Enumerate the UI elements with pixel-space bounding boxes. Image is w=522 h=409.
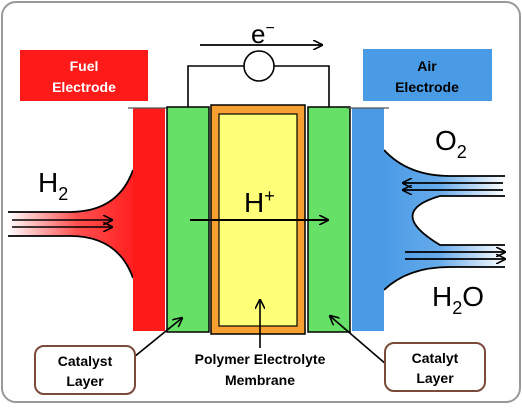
air-electrode-plate — [352, 108, 384, 331]
catalyst-right-pointer — [330, 316, 388, 366]
air-electrode-label-box — [363, 49, 492, 101]
membrane-label-line1: Polymer Electrolyte — [195, 351, 326, 367]
h2o-label: H2O — [432, 281, 484, 318]
catalyst-right-label-line2: Layer — [416, 370, 454, 386]
catalyst-left-callout-box — [34, 345, 136, 395]
fuel-electrode-label-line2: Electrode — [52, 79, 116, 95]
air-middle-wall — [411, 195, 505, 246]
electron-label: e− — [251, 19, 275, 49]
fuel-electrode-label-line1: Fuel — [70, 58, 99, 74]
fuel-electrode-label-box — [20, 50, 148, 101]
air-lower-wall — [383, 266, 505, 291]
membrane-label-line2: Membrane — [225, 372, 295, 388]
load-symbol — [243, 50, 275, 82]
h2-label: H2 — [38, 167, 68, 204]
h2-inlet-upper-wall — [8, 169, 134, 213]
catalyst-right-callout-box — [384, 342, 486, 392]
catalyst-left-label-line2: Layer — [66, 373, 104, 389]
fuel-electrode-plate — [133, 108, 165, 331]
h2-inlet-flow — [8, 170, 133, 278]
catalyst-right-label-line1: Catalyt — [412, 350, 459, 366]
air-side-flow — [384, 150, 505, 290]
proton-label: H+ — [244, 186, 275, 218]
air-upper-wall — [383, 149, 505, 177]
circuit-wire-right — [274, 65, 330, 107]
air-electrode-label-line1: Air — [417, 58, 437, 74]
catalyst-left-label-line1: Catalyst — [58, 353, 113, 369]
air-electrode-label-line2: Electrode — [395, 79, 459, 95]
o2-label: O2 — [435, 125, 467, 162]
circuit-wire-left — [187, 65, 244, 107]
h2-inlet-lower-wall — [8, 235, 134, 279]
